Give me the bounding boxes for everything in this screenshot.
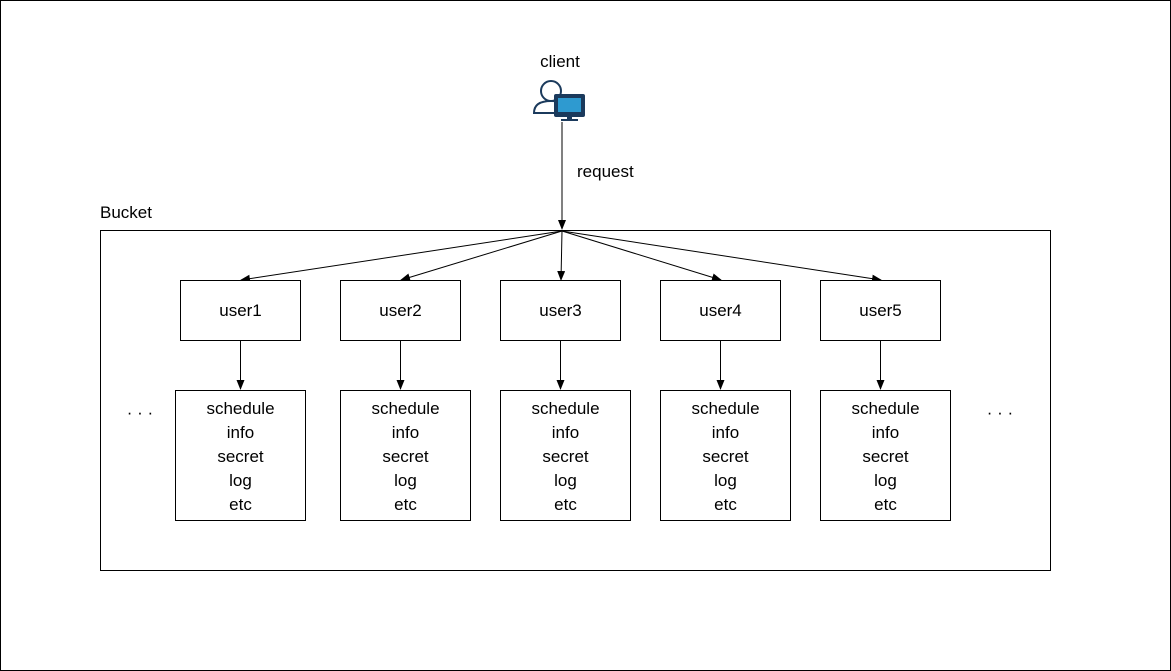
fanout-arrow-user4 [561,230,722,282]
user-group-4: user4 schedule info secret log etc [660,280,791,521]
fanout-arrow-user5 [561,230,882,283]
data-item-schedule: schedule [531,399,599,418]
user-node [340,280,461,341]
user-node-label: user3 [539,301,582,320]
data-store-box [500,390,631,521]
data-item-schedule: schedule [206,399,274,418]
request-label: request [577,162,634,181]
data-item-etc: etc [874,495,897,514]
user-node-label: user1 [219,301,262,320]
data-item-etc: etc [714,495,737,514]
user-node-label: user4 [699,301,742,320]
data-item-log: log [394,471,417,490]
data-item-secret: secret [862,447,909,466]
user-node [660,280,781,341]
client-workstation-icon [532,80,585,121]
data-item-log: log [554,471,577,490]
fanout-arrow-user3 [557,230,566,281]
user-node [180,280,301,341]
data-store-box [660,390,791,521]
fanout-arrow-user2 [400,230,563,282]
data-item-log: log [714,471,737,490]
data-item-info: info [872,423,899,442]
user-node [500,280,621,341]
ellipsis-right: · · · [987,403,1013,422]
bucket-label: Bucket [100,203,152,222]
data-store-box [175,390,306,521]
data-item-etc: etc [229,495,252,514]
data-item-log: log [874,471,897,490]
user-node-label: user2 [379,301,422,320]
data-item-info: info [227,423,254,442]
data-item-secret: secret [702,447,749,466]
data-item-secret: secret [217,447,264,466]
user-node [820,280,941,341]
ellipsis-left: · · · [127,403,153,422]
user-group-1: user1 schedule info secret log etc [175,280,306,521]
data-item-info: info [712,423,739,442]
data-item-etc: etc [394,495,417,514]
data-item-etc: etc [554,495,577,514]
data-item-info: info [392,423,419,442]
data-item-secret: secret [542,447,589,466]
data-store-box [820,390,951,521]
data-store-box [340,390,471,521]
data-item-schedule: schedule [691,399,759,418]
fanout-arrow-user1 [240,230,563,283]
data-item-secret: secret [382,447,429,466]
client-label: client [540,52,580,71]
data-item-info: info [552,423,579,442]
user-group-5: user5 schedule info secret log etc [820,280,951,521]
data-item-log: log [229,471,252,490]
user-node-label: user5 [859,301,902,320]
bucket-container [100,230,1051,571]
data-item-schedule: schedule [851,399,919,418]
data-item-schedule: schedule [371,399,439,418]
user-group-3: user3 schedule info secret log etc [500,280,631,521]
user-group-2: user2 schedule info secret log etc [340,280,471,521]
